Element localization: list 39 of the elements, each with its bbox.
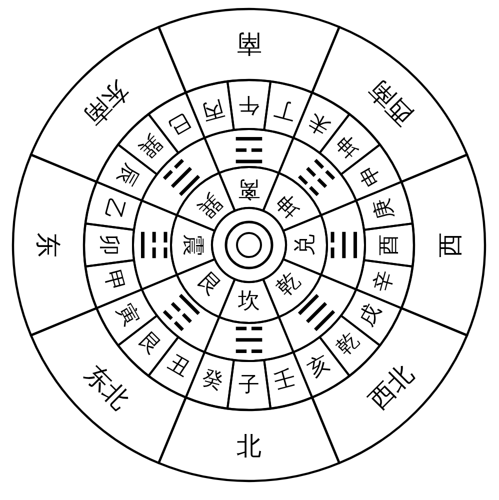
mountain-label: 乙 — [100, 196, 127, 222]
mountain-label: 辛 — [371, 268, 398, 294]
trigram-name: 兑 — [295, 234, 317, 256]
mountain-label: 巳 — [164, 109, 194, 138]
mountain-label: 辰 — [113, 160, 142, 190]
mountain-label: 壬 — [272, 367, 298, 394]
trigram-symbol: ☱ — [328, 228, 364, 262]
direction-label: 东 — [36, 232, 60, 258]
trigram-name: 艮 — [193, 270, 224, 301]
mountain-label: 庚 — [371, 196, 398, 222]
mountain-label: 子 — [238, 374, 260, 396]
direction-label: 南 — [236, 32, 262, 56]
trigram-name: 离 — [238, 177, 260, 199]
trigram-symbol: ☵ — [232, 324, 266, 360]
direction-label: 东南 — [80, 76, 134, 130]
mountain-label: 艮 — [135, 329, 165, 359]
mountain-label: 丁 — [272, 96, 298, 123]
mountain-label: 未 — [304, 109, 334, 138]
mountain-label: 亥 — [304, 352, 334, 381]
mountain-label: 丑 — [164, 352, 194, 381]
mountain-label: 巽 — [135, 131, 165, 161]
mountain-label: 癸 — [200, 367, 226, 394]
trigram-symbol: ☲ — [232, 130, 266, 166]
direction-label: 东北 — [80, 360, 134, 414]
direction-label: 西北 — [364, 360, 418, 414]
mountain-label: 申 — [356, 160, 385, 190]
trigram-symbol: ☳ — [134, 228, 170, 262]
trigram-name: 坎 — [238, 291, 260, 313]
mountain-label: 戌 — [356, 300, 385, 330]
mountain-label: 酉 — [378, 234, 400, 256]
direction-label: 西南 — [364, 76, 418, 130]
mountain-label: 卯 — [98, 234, 120, 256]
direction-label: 西 — [438, 232, 462, 258]
direction-label: 北 — [236, 434, 262, 458]
trigram-name: 震 — [181, 234, 203, 256]
mountain-label: 甲 — [100, 268, 127, 294]
mountain-label: 午 — [238, 94, 260, 116]
mountain-label: 丙 — [200, 96, 226, 123]
mountain-label: 寅 — [113, 300, 142, 330]
